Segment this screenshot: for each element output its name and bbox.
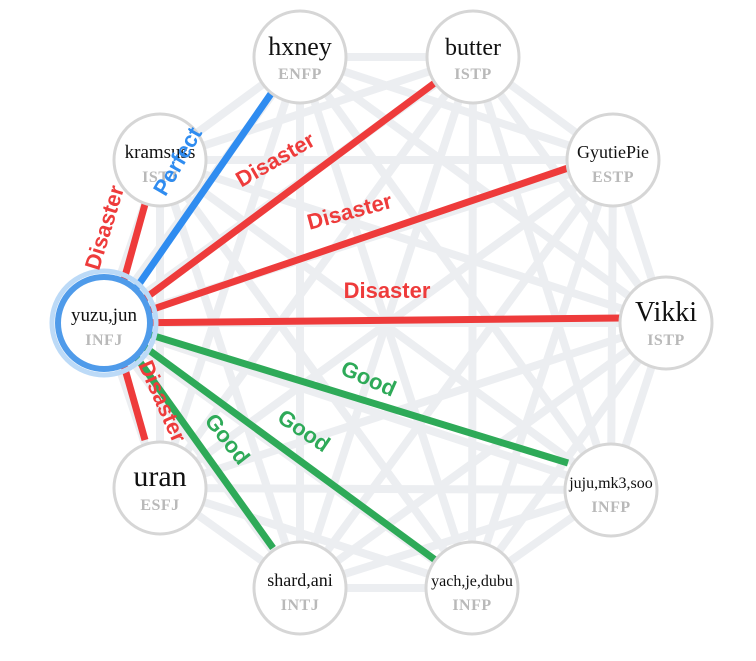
mesh-line-vikki-uran <box>156 319 670 492</box>
node-name: juju,mk3,soo <box>568 475 653 492</box>
mesh-line-hxney-vikki <box>296 53 670 327</box>
mesh-line-shard-kramsuss <box>156 156 304 592</box>
node-type: INFJ <box>85 332 123 349</box>
node-circle <box>565 112 661 208</box>
edge-yuzu-butter <box>109 76 443 326</box>
node-circle <box>252 9 348 105</box>
mesh-line-vikki-kramsuss <box>156 156 670 327</box>
node-circle <box>424 540 520 636</box>
mesh-line-hxney-uran <box>156 53 304 492</box>
node-name: yach,je,dubu <box>431 573 513 590</box>
node-circle <box>55 274 153 372</box>
mesh-line-gyutiepie-yach <box>468 156 617 592</box>
node-type: ENFP <box>278 66 322 83</box>
edge-yuzu-gyutiepie <box>110 164 570 327</box>
node-type: INFP <box>591 499 630 516</box>
edge-yuzu-juju <box>110 319 570 467</box>
node-circle <box>252 540 348 636</box>
edge-yuzu-vikki <box>111 314 623 327</box>
node-circle <box>112 440 208 536</box>
node-type: ISTP <box>454 66 492 83</box>
node-type: ESTP <box>592 169 634 186</box>
mesh-line-yach-uran <box>156 484 476 592</box>
mesh-line-butter-kramsuss <box>156 53 477 164</box>
node-name: yuzu,jun <box>71 305 137 326</box>
node-type: ISTP <box>647 332 685 349</box>
mesh-line-juju-shard <box>296 486 615 592</box>
center-halo <box>49 268 159 378</box>
node-name: shard,ani <box>267 570 332 590</box>
node-circle <box>112 112 208 208</box>
node-circle <box>618 275 714 371</box>
node-name: kramsuss <box>125 142 196 163</box>
mesh-line-vikki-shard <box>296 319 670 592</box>
mesh-line-juju-uran <box>156 484 615 494</box>
mesh-line-juju-yuzu <box>100 319 615 494</box>
mesh-line-butter-juju <box>469 53 615 494</box>
node-name: GyutiePie <box>577 142 649 162</box>
mesh-line-juju-kramsuss <box>156 156 615 494</box>
node-name: butter <box>445 35 501 61</box>
node-name: uran <box>133 460 186 493</box>
node-type: INTJ <box>281 597 319 614</box>
edge-yuzu-yach <box>109 320 441 565</box>
node-circle <box>563 442 659 538</box>
edge-label-vikki: Disaster <box>344 278 431 303</box>
node-name: Vikki <box>635 297 697 328</box>
node-type: INFP <box>452 597 491 614</box>
node-type: ISTJ <box>142 169 178 186</box>
member-nodes: hxneyENFPbutterISTPGyutiePieESTPVikkiIST… <box>49 9 714 636</box>
node-circle <box>425 9 521 105</box>
node-name: hxney <box>268 32 332 61</box>
mesh-line-yach-kramsuss <box>156 156 476 592</box>
node-type: ESFJ <box>140 497 179 514</box>
